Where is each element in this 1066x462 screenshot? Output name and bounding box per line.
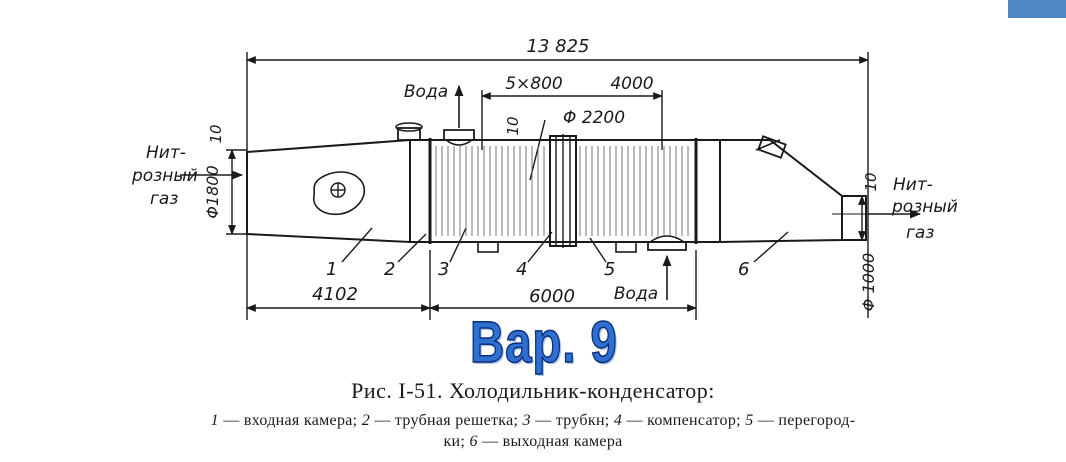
part-number-5: 5	[604, 259, 615, 280]
legend-num-3: 3	[522, 412, 531, 429]
legend-num-2: 2	[361, 412, 371, 429]
dim-total: 13 825	[527, 36, 590, 57]
water-label-bottom: Вода	[614, 284, 658, 304]
gas-inlet-line-3: газ	[150, 189, 178, 209]
figure-caption-title: Рис. I-51. Холодильник-конденсатор:	[351, 378, 715, 403]
legend-num-4: 4	[613, 412, 623, 429]
part-number-6: 6	[738, 259, 749, 280]
dim-diameter-1800: Φ1800	[203, 165, 222, 218]
dim-6000: 6000	[529, 286, 575, 307]
gas-outlet-line-1: Нит-	[893, 175, 933, 195]
part-number-2: 2	[384, 259, 395, 280]
legend-text-6: — выходная камера	[477, 433, 623, 450]
legend-text-3: — трубкн;	[530, 412, 614, 429]
legend-num-5: 5	[745, 412, 754, 429]
part-number-4: 4	[516, 259, 527, 280]
legend-text-1: — входная камера;	[218, 412, 362, 429]
dim-diameter-1000: Φ 1000	[859, 253, 878, 311]
gas-inlet-label: Нит- розный газ	[131, 143, 198, 209]
figure-legend-line-2: ки; 6 — выходная камера	[0, 433, 1066, 451]
gas-outlet-label: Нит- розный газ	[891, 175, 958, 243]
dim-10-left: 10	[207, 124, 225, 143]
corner-accent-tab	[1008, 0, 1066, 18]
legend-text-2: — трубная решетка;	[370, 412, 523, 429]
legend-num-6: 6	[469, 433, 478, 450]
dim-10-right: 10	[862, 172, 880, 191]
part-number-3: 3	[438, 259, 449, 280]
part-number-1: 1	[326, 259, 337, 280]
gas-outlet-line-3: газ	[906, 223, 934, 243]
dim-diameter-2200: Φ 2200	[563, 108, 625, 128]
legend-num-1: 1	[210, 412, 219, 429]
legend-text-5: — перегород-	[753, 412, 856, 429]
gas-outlet-line-2: розный	[891, 197, 958, 217]
variant-label: Вар. 9	[469, 310, 618, 375]
condenser-drawing: 13 825 5×800 4000 Φ 2200 Вода Вода 4102 …	[131, 36, 958, 320]
legend-text-4: — компенсатор;	[622, 412, 746, 429]
tube-bundle	[435, 146, 689, 236]
dim-spacing: 5×800	[505, 74, 563, 94]
water-label-top: Вода	[404, 82, 448, 102]
gas-inlet-line-1: Нит-	[146, 143, 186, 163]
figure-legend-line-1: 1 — входная камера; 2 — трубная решетка;…	[0, 412, 1066, 430]
gas-inlet-line-2: розный	[131, 166, 198, 186]
dim-10-shell: 10	[504, 116, 522, 135]
legend-text-5-cont: ки;	[443, 433, 470, 450]
dim-4102: 4102	[312, 284, 358, 305]
dim-4000: 4000	[610, 74, 653, 94]
